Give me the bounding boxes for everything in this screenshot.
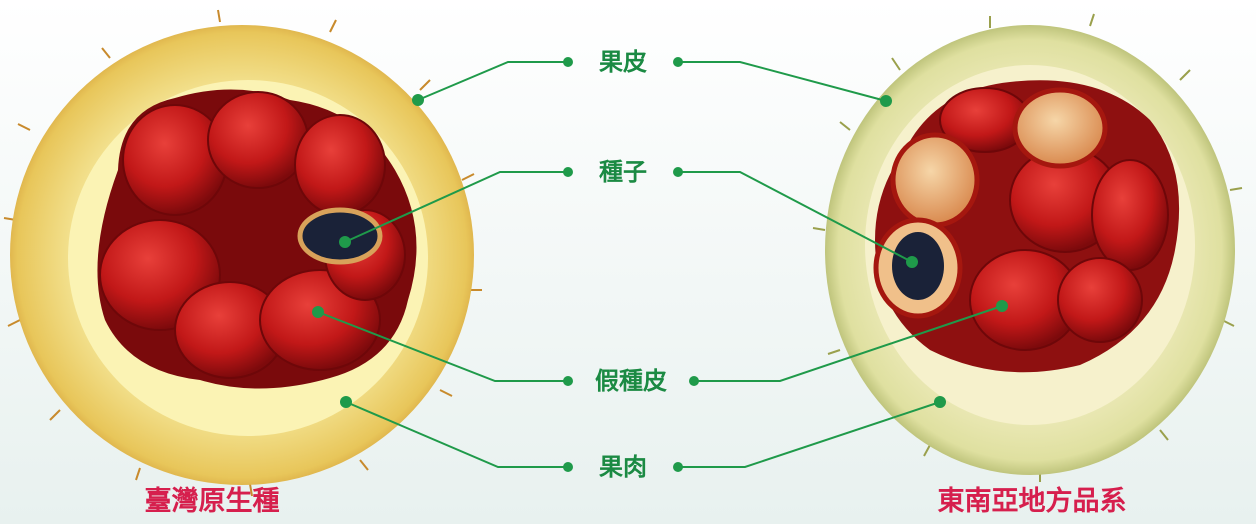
leader-line-aril-right <box>694 305 1003 382</box>
leader-lines <box>317 61 1003 468</box>
leader-line-peel-left <box>417 61 568 101</box>
right-fruit-arils <box>939 87 1169 351</box>
leader-dots <box>312 57 1008 472</box>
left-fruit <box>3 9 482 497</box>
left-fruit-spines <box>3 9 482 497</box>
left-fruit-seed <box>297 207 383 265</box>
caption-taiwan-native: 臺灣原生種 <box>144 486 280 517</box>
caption-southeast-asia-variety: 東南亞地方品系 <box>937 486 1127 517</box>
label-peel: 果皮 <box>599 48 647 76</box>
leader-line-peel-right <box>678 61 887 102</box>
leader-line-seed-left <box>344 171 568 243</box>
leader-line-aril-left <box>317 311 568 382</box>
label-pulp: 果肉 <box>599 453 647 481</box>
leader-line-seed-right <box>678 171 913 263</box>
leader-line-pulp-right <box>678 401 941 468</box>
label-aril: 假種皮 <box>595 367 667 395</box>
right-fruit-seeds <box>873 87 1108 319</box>
right-fruit <box>812 13 1243 482</box>
label-seed: 種子 <box>599 158 647 186</box>
leader-line-pulp-left <box>345 401 568 468</box>
